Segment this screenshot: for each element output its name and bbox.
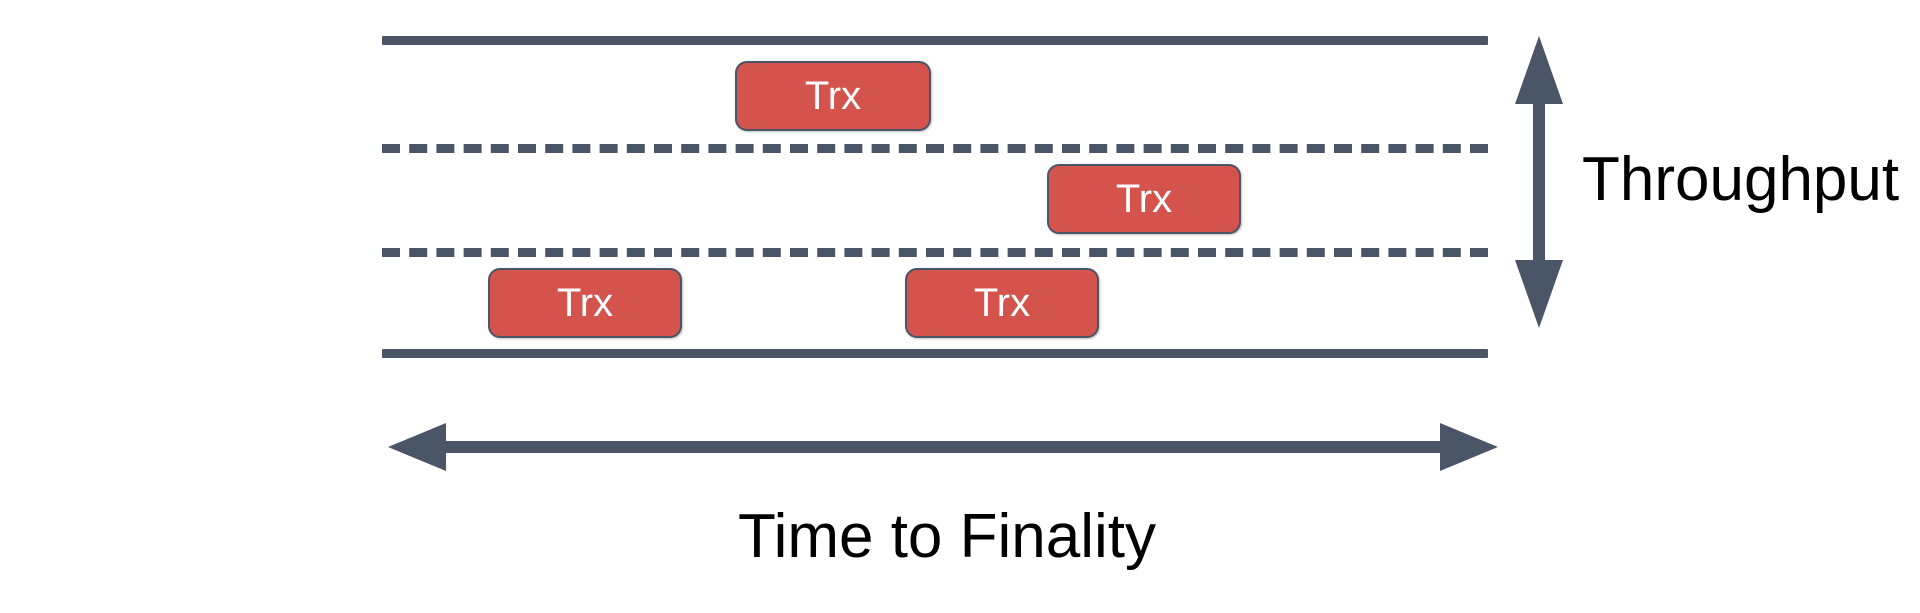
trx-block[interactable]: Trx <box>1047 164 1241 234</box>
time-to-finality-axis-label: Time to Finality <box>738 502 1157 571</box>
throughput-axis-arrow-icon <box>1515 36 1563 328</box>
lane-divider-2 <box>382 248 1488 257</box>
trx-block[interactable]: Trx <box>735 61 931 131</box>
trx-block[interactable]: Trx <box>488 268 682 338</box>
lane-divider-1 <box>382 144 1488 153</box>
lane-boundary-bottom <box>382 349 1488 358</box>
time-axis-arrow-icon <box>388 423 1498 471</box>
throughput-axis-label: Throughput <box>1582 145 1900 214</box>
lane-boundary-top <box>382 36 1488 45</box>
trx-block[interactable]: Trx <box>905 268 1099 338</box>
